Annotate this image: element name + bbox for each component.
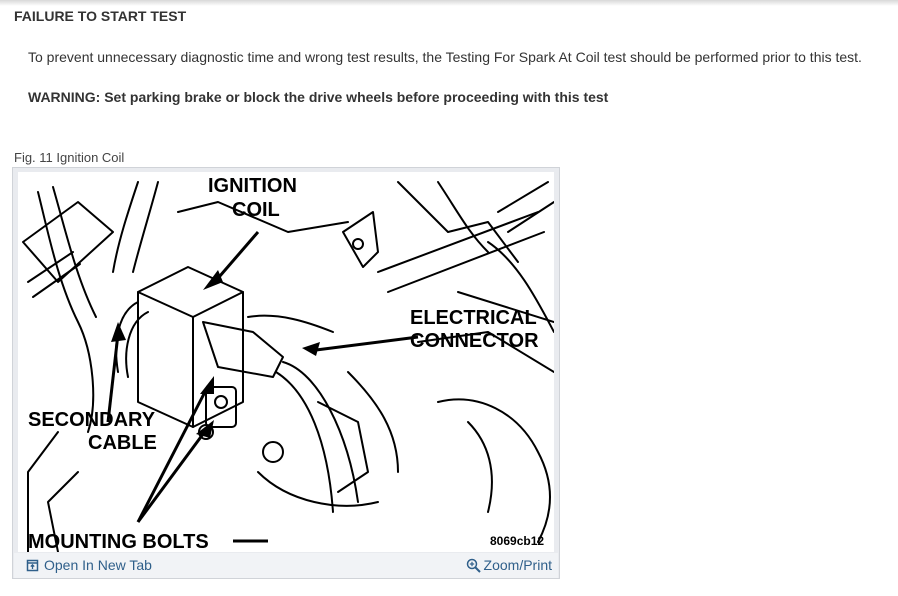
label-figure-code: 8069cb12	[490, 534, 544, 548]
label-secondary: SECONDARY	[28, 409, 156, 431]
warning-text: WARNING: Set parking brake or block the …	[28, 89, 609, 105]
zoom-print-label: Zoom/Print	[483, 557, 552, 573]
magnifier-icon	[466, 558, 481, 573]
open-in-new-tab-link[interactable]: Open In New Tab	[26, 557, 152, 573]
figure-frame: IGNITION COIL ELECTRICAL CONNECTOR SECON…	[12, 167, 560, 579]
open-in-new-tab-label: Open In New Tab	[44, 557, 152, 573]
open-new-tab-icon	[26, 558, 40, 572]
label-cable: CABLE	[88, 432, 157, 454]
figure-footer: Open In New Tab Zoom/Print	[14, 553, 558, 578]
illustration-svg: IGNITION COIL ELECTRICAL CONNECTOR SECON…	[22, 175, 554, 552]
ignition-coil-illustration[interactable]: IGNITION COIL ELECTRICAL CONNECTOR SECON…	[18, 172, 554, 552]
section-title: FAILURE TO START TEST	[14, 8, 187, 24]
zoom-print-link[interactable]: Zoom/Print	[466, 557, 552, 573]
label-mounting-bolts: MOUNTING BOLTS	[28, 531, 209, 552]
label-ignition: IGNITION	[208, 175, 297, 197]
figure-caption: Fig. 11 Ignition Coil	[14, 150, 125, 165]
intro-paragraph: To prevent unnecessary diagnostic time a…	[28, 49, 862, 65]
label-electrical: ELECTRICAL	[410, 307, 537, 329]
label-coil: COIL	[232, 199, 280, 221]
label-connector: CONNECTOR	[410, 330, 539, 352]
top-shadow	[0, 0, 898, 6]
